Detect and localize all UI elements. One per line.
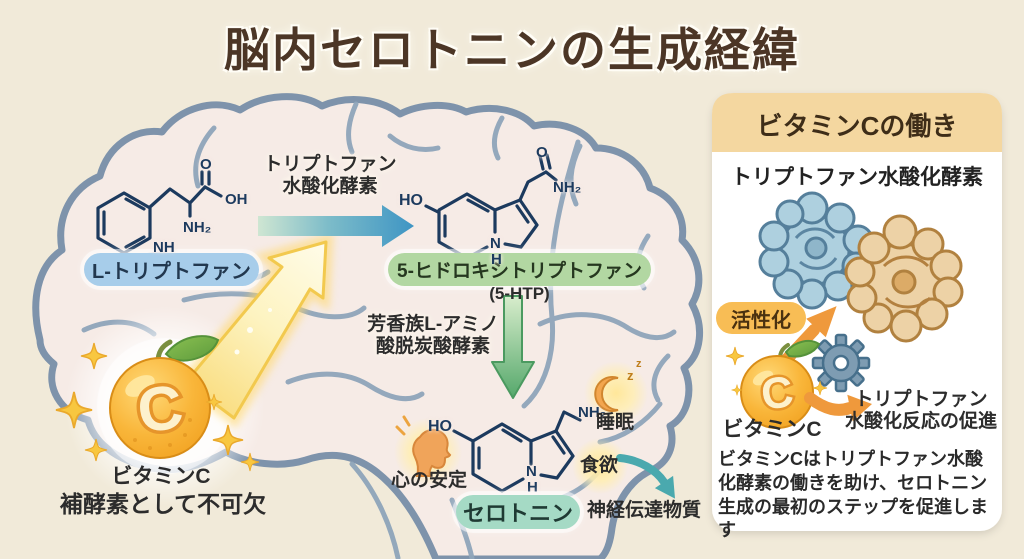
zzz-icon: z: [627, 368, 634, 383]
protein-blue-subunit: [758, 191, 874, 310]
5-htp-label: 5-ヒドロキシトリプトファン: [388, 253, 651, 286]
effect-calm-label: 心の安定: [390, 470, 467, 491]
atom-label: N: [490, 235, 501, 252]
5-htp-structure: [424, 153, 558, 260]
effect-sleep-label: 睡眠: [595, 412, 634, 433]
5-htp-sublabel: (5-HTP): [489, 284, 550, 303]
vitamin-c-note: 補酵素として不可欠: [59, 491, 267, 517]
atom-label: NH₂: [553, 179, 582, 196]
neurotransmitter-label: 神経伝達物質: [586, 500, 701, 521]
reaction1-enzyme-label: トリプトファン 水酸化酵素: [263, 154, 397, 198]
serotonin-structure: [452, 410, 582, 493]
zzz-icon: z: [636, 358, 642, 370]
atom-label: H: [491, 251, 502, 268]
page-title: 脳内セロトニンの生成経緯: [224, 24, 800, 76]
atom-label: HO: [428, 418, 452, 435]
head-profile-icon: [395, 415, 452, 477]
atom-label: NH₂: [183, 219, 212, 236]
atom-label: H: [527, 479, 538, 496]
atom-label: NH: [153, 239, 175, 256]
panel-title: ビタミンCの働き: [756, 111, 958, 141]
activation-badge: 活性化: [716, 302, 806, 334]
panel-orange-vitamin-c-icon: C: [740, 339, 821, 429]
vitamin-c-label: ビタミンC: [111, 465, 211, 488]
appetite-glow: [572, 438, 628, 494]
gear-icon: [811, 333, 871, 393]
reaction2-arrow-icon: [491, 295, 535, 399]
promotion-arrow-icon: [804, 392, 872, 422]
promotion-label: トリプトファン 水酸化反応の促進: [844, 389, 997, 433]
effect-appetite-label: 食欲: [579, 455, 618, 476]
moon-icon: [594, 376, 619, 412]
panel-vitamin-c-label: ビタミンC: [722, 418, 822, 441]
atom-label: O: [536, 144, 548, 161]
vitamin-c-letter: C: [133, 372, 187, 447]
vitamin-c-beam-arrow: [175, 232, 334, 429]
leaf-icon: [164, 335, 220, 362]
protein-illustration: [758, 191, 964, 343]
l-tryptophan-label: L-トリプトファン: [84, 253, 259, 286]
atom-label: NH₂: [578, 404, 607, 421]
panel-vitamin-c-letter: C: [758, 367, 796, 420]
panel-leaf-icon: [784, 339, 821, 358]
panel-header-bar: [712, 93, 1002, 152]
panel-description: ビタミンCはトリプトファン水酸化酵素の働きを助け、セロトニン生成の最初のステップ…: [718, 449, 988, 541]
atom-label: N: [526, 463, 537, 480]
sleep-glow: [584, 361, 648, 425]
reaction1-arrow-icon: [258, 205, 414, 247]
panel-enzyme-label: トリプトファン水酸化酵素: [731, 166, 983, 189]
atom-label: OH: [225, 191, 248, 208]
protein-tan-subunit: [844, 214, 964, 343]
neurotransmitter-arrow-icon: [616, 454, 675, 499]
serotonin-label: セロトニン: [456, 495, 580, 529]
atom-label: HO: [399, 192, 423, 209]
atom-label: O: [200, 156, 212, 173]
orange-vitamin-c-icon: C: [109, 335, 220, 459]
reaction2-enzyme-label: 芳香族L-アミノ 酸脱炭酸酵素: [367, 314, 499, 358]
